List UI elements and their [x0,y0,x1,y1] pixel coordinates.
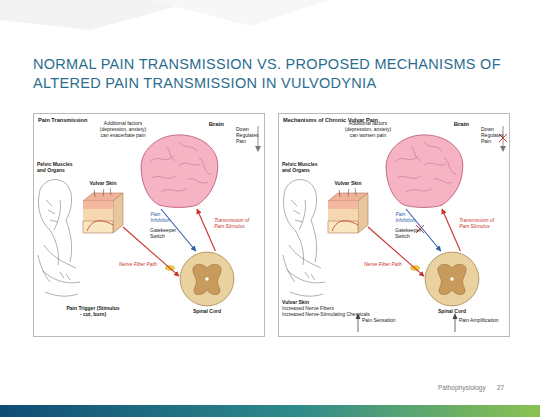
part-name: Vulvar Skin [73,181,133,187]
nerve-signal-line [442,209,460,251]
cord-outline [180,252,234,306]
nerve-signal-line [123,227,179,276]
annotation-text: Down Regulates Pain [236,127,256,145]
connector-label: Pain Inhibition [395,212,419,224]
brain-fold [444,158,457,175]
brain-fold [395,156,418,162]
skin-layer [328,209,358,221]
annotation-text: Pain Trigger (Stimulus - cut, burn) [66,306,120,318]
brain-fold [179,142,197,151]
skin-illustration-shape [328,193,368,233]
cord-outline [425,252,479,306]
brain-fold [411,147,420,161]
corner-decoration [150,0,330,26]
connector-label: Nerve Fiber Path [364,262,404,268]
skin-hair [94,188,111,197]
brain-fold [406,189,431,192]
cord-grey-matter [193,264,221,294]
part-name: Vulvar Skin [318,181,378,187]
down-arrow-shaft [503,126,504,147]
brain-fold [424,142,442,151]
skin-side-face [113,193,123,233]
skin-illustration-shape [83,193,123,233]
brain-fold [179,163,201,165]
footer-band [0,405,540,417]
annotation-text: Additional factors (depression, anxiety)… [341,121,395,139]
brain-fold [433,179,453,183]
part-name: Spinal Cord [169,309,245,315]
annotation-text: Gatekeeper Switch [395,228,421,240]
up-arrow-shaft [455,318,456,332]
brain-illustration: Brain [379,131,469,209]
brain-outline [386,135,463,208]
spinal-cord-illustration: Spinal Cord [424,251,480,307]
spinal-cord-illustration-shape [179,251,235,307]
connector-label: Pain Inhibition [150,212,174,224]
cord-canal [450,277,453,280]
nerve-signal-line [197,209,215,251]
brain-fold [397,176,420,178]
pelvis-sketch [283,180,325,297]
skin-side-face [358,193,368,233]
cord-grey-matter [438,264,466,294]
skin-illustration: Vulvar Skin [328,193,368,233]
skin-nerve [332,221,358,231]
brain-illustration: Brain [134,131,224,209]
skin-layer [83,209,113,221]
spinal-cord-illustration: Spinal Cord [179,251,235,307]
spinal-cord-illustration-shape [424,251,480,307]
footer-text: 27 [497,384,511,392]
annotation-text: Additional factors (depression, anxiety)… [96,121,150,139]
annotation-text: Down Regulates Pain [481,127,501,145]
skin-layer [83,221,113,233]
connector-label: Transmission of Pain Stimulus [214,218,252,230]
brain-fold [150,156,173,162]
cord-canal [205,277,208,280]
brain-fold [199,158,212,175]
skin-layer [83,201,113,209]
annotation-text: Pelvic Muscles and Organs [37,162,79,174]
up-arrow-shaft [358,318,359,332]
gatekeeper-switch-symbol [411,266,420,270]
down-arrow-head [500,146,506,152]
gatekeeper-switch-symbol [166,266,175,270]
part-name: Brain [194,121,224,128]
skin-layer [328,201,358,209]
brain-fold [188,179,208,183]
down-arrow-head [255,146,261,152]
down-arrow-shaft [258,126,259,147]
skin-layer [328,221,358,233]
skin-hair [339,188,356,197]
annotation-text: Gatekeeper Switch [150,228,176,240]
footer-text: Pathophysiology [438,384,498,392]
slide-title: NORMAL PAIN TRANSMISSION VS. PROPOSED ME… [33,55,505,93]
brain-fold [152,176,175,178]
part-name: Spinal Cord [414,309,490,315]
brain-fold [424,163,446,165]
pelvis-sketch [38,180,80,297]
brain-illustration-shape [379,131,469,209]
annotation-text: Pain Amplification [459,318,509,324]
annotation-text: Pain Sensation [362,318,402,324]
annotation-text: Pelvic Muscles and Organs [282,162,324,174]
brain-illustration-shape [134,131,224,209]
brain-fold [161,189,186,192]
brain-outline [141,135,218,208]
connector-label: Nerve Fiber Path [119,262,159,268]
brain-fold [166,147,175,161]
nerve-signal-line [368,227,424,276]
connector-label: Transmission of Pain Stimulus [459,218,497,230]
part-name: Brain [439,121,469,128]
skin-nerve [87,221,113,231]
skin-illustration: Vulvar Skin [83,193,123,233]
